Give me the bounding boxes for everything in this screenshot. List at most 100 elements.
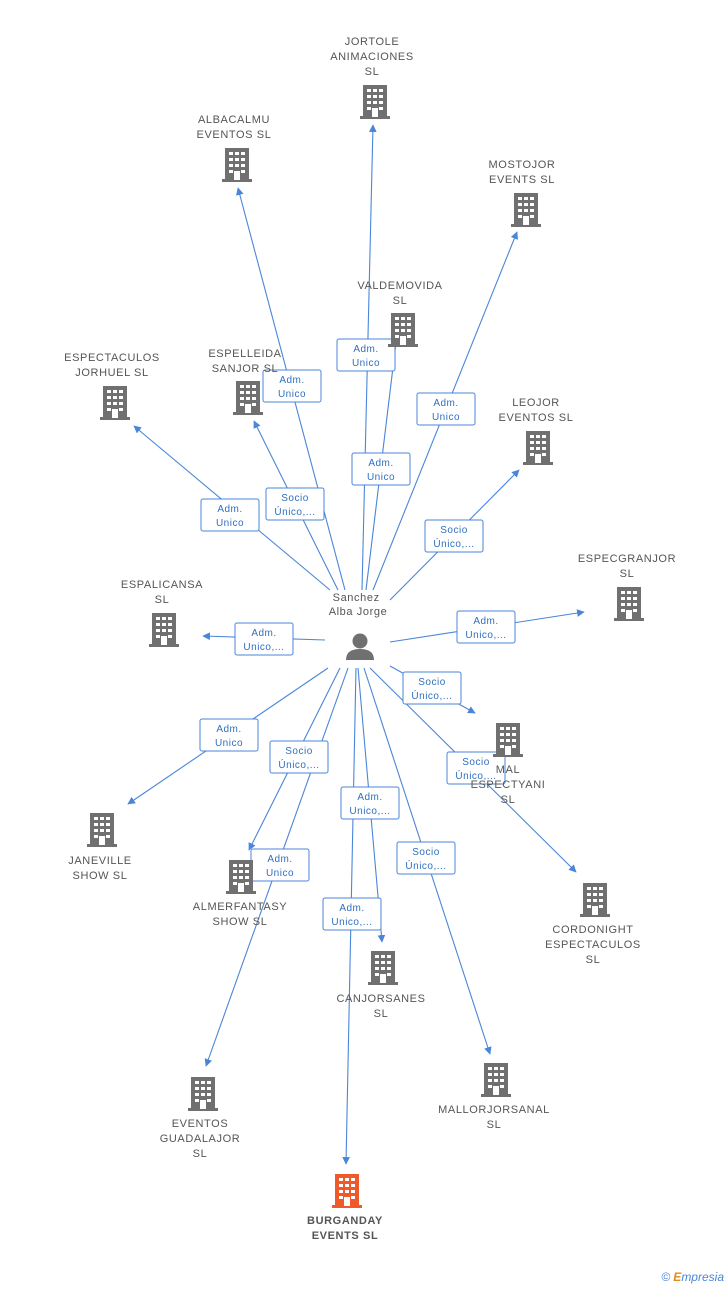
- relation-text: Adm.Unico,...: [243, 628, 284, 653]
- relation-text-line: Único,...: [405, 859, 446, 872]
- relation-text: Adm.Unico,...: [349, 792, 390, 817]
- company-name-line: ANIMACIONES: [330, 51, 414, 63]
- relation-text-line: Unico: [432, 412, 460, 423]
- company-name-line: SL: [393, 295, 408, 307]
- company-name-line: GUADALAJOR: [160, 1133, 241, 1145]
- relation-label-especgranjor[interactable]: Adm.Unico,...: [456, 610, 516, 644]
- building-icon: [580, 883, 610, 917]
- relation-text-line: Unico,...: [465, 630, 506, 641]
- relation-label-janeville[interactable]: Adm.Unico: [199, 718, 259, 752]
- building-icon: [149, 613, 179, 647]
- relation-text-line: Unico,...: [331, 917, 372, 928]
- relation-text-line: Unico: [367, 472, 395, 483]
- relation-text-line: Único,...: [274, 505, 315, 518]
- company-name-line: SL: [193, 1148, 208, 1160]
- relation-label-canjorsanes[interactable]: Adm.Unico,...: [340, 786, 400, 820]
- relation-text-line: Adm.: [216, 724, 241, 735]
- brand-footer[interactable]: ©Empresia: [661, 1270, 724, 1284]
- building-icon: [388, 313, 418, 347]
- relation-text: Adm.Unico,...: [465, 616, 506, 641]
- company-name-line: SHOW SL: [73, 870, 128, 882]
- company-name-line: SL: [374, 1008, 389, 1020]
- relation-label-jortole[interactable]: Adm.Unico: [336, 338, 396, 372]
- relation-text-line: Único,...: [278, 758, 319, 771]
- relation-text-line: Único,...: [433, 537, 474, 550]
- relation-text-line: Socio: [418, 677, 446, 688]
- relation-text-line: Adm.: [433, 398, 458, 409]
- copyright-icon: ©: [661, 1270, 671, 1284]
- company-name-line: EVENTS SL: [489, 174, 555, 186]
- building-icon: [226, 860, 256, 894]
- company-name-line: ALBACALMU: [198, 114, 270, 126]
- building-icon: [614, 587, 644, 621]
- building-icon: [360, 85, 390, 119]
- company-name-line: JORTOLE: [345, 36, 400, 48]
- brand-name: mpresia: [681, 1270, 724, 1284]
- company-name-line: ESPECTYANI: [471, 779, 546, 791]
- relation-label-valdemovida[interactable]: Adm.Unico: [351, 452, 411, 486]
- relation-text: Adm.Unico: [278, 375, 306, 400]
- relation-text-line: Socio: [281, 493, 309, 504]
- brand-mark: E: [673, 1270, 682, 1284]
- relation-box: [446, 751, 506, 785]
- company-name-line: SL: [586, 954, 601, 966]
- relation-box: [265, 487, 325, 521]
- company-name-line: SL: [487, 1119, 502, 1131]
- relation-text-line: Adm.: [217, 504, 242, 515]
- relation-box: [234, 622, 294, 656]
- relation-text: Adm.Unico: [352, 344, 380, 369]
- company-name-line: EVENTOS: [172, 1118, 229, 1130]
- relation-text-line: Socio: [440, 525, 468, 536]
- relation-box: [199, 718, 259, 752]
- company-node-eventos-guadalajor[interactable]: EVENTOS GUADALAJOR SL: [160, 1077, 241, 1160]
- building-icon: [511, 193, 541, 227]
- relation-label-burganday[interactable]: Adm.Unico,...: [322, 897, 382, 931]
- relation-text: Adm. Unico: [432, 398, 460, 423]
- relation-label-eventos-guadalajor[interactable]: Adm.Unico: [250, 848, 310, 882]
- relation-box: [351, 452, 411, 486]
- relation-label-espectaculos-jorhuel[interactable]: Adm.Unico: [200, 498, 260, 532]
- relation-label-albacalmu[interactable]: Adm.Unico: [262, 369, 322, 403]
- relation-box: [262, 369, 322, 403]
- company-name-line: SHOW SL: [213, 916, 268, 928]
- center-person-node[interactable]: Sanchez Alba Jorge: [329, 592, 388, 660]
- company-name-line: SL: [501, 794, 516, 806]
- relation-label-espalicansa[interactable]: Adm.Unico,...: [234, 622, 294, 656]
- relation-label-mostojor[interactable]: Adm. Unico: [416, 392, 476, 426]
- relation-box: [340, 786, 400, 820]
- company-name-line: ESPECTACULOS: [64, 352, 160, 364]
